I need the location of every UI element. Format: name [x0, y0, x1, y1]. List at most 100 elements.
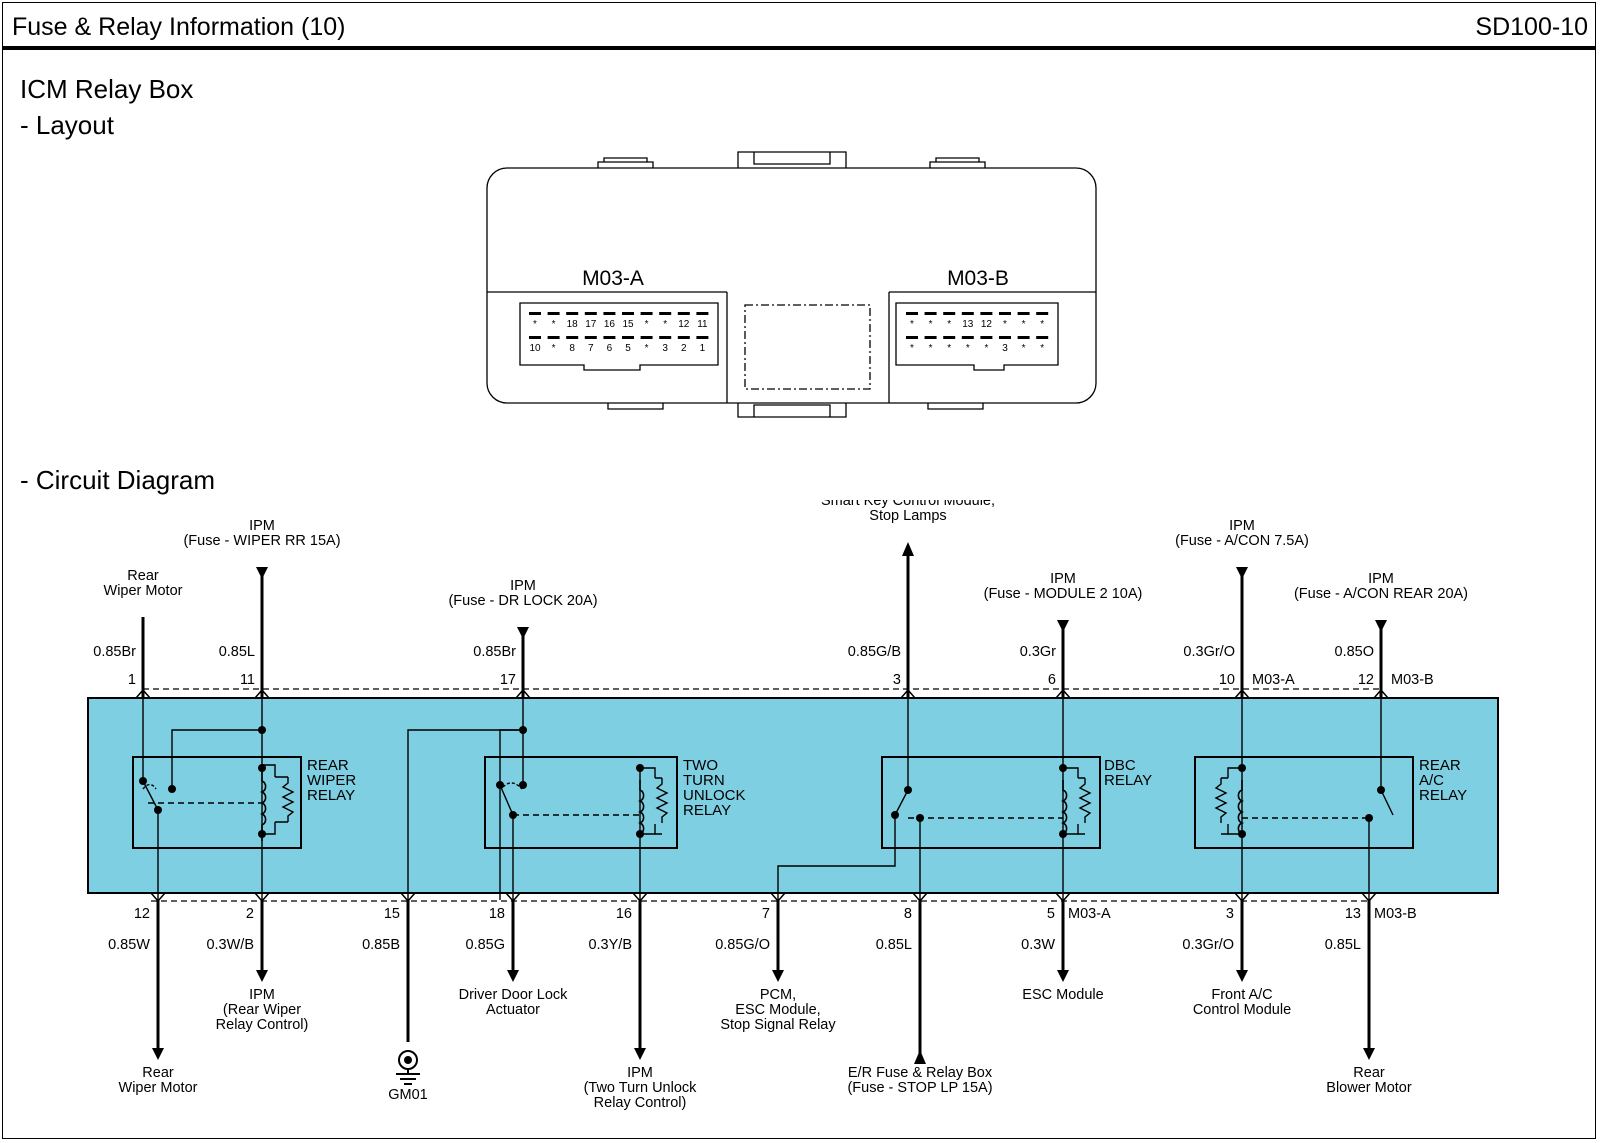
bottom-pin-number: 7: [762, 906, 770, 922]
top-connector-id: M03-B: [1391, 672, 1434, 688]
bottom-destination: Rear: [1353, 1065, 1385, 1081]
bottom-destination: Relay Control): [594, 1095, 687, 1111]
pin-number: *: [929, 319, 933, 330]
pin-number: *: [966, 343, 970, 354]
bottom-pin-number: 15: [384, 906, 400, 922]
bottom-connector-id: M03-B: [1374, 906, 1417, 922]
pin-number: 17: [585, 319, 597, 330]
connector-chevron: [135, 688, 151, 699]
arrow-down-icon: [256, 970, 268, 982]
pin-number: *: [552, 343, 556, 354]
top-destination: Stop Lamps: [869, 508, 946, 524]
connector-chevron: [1055, 688, 1071, 699]
bottom-destination: ESC Module: [1022, 987, 1103, 1003]
pin-tab: [924, 312, 937, 315]
bottom-destination: (Fuse - STOP LP 15A): [847, 1080, 992, 1096]
connector-chevron: [1373, 688, 1389, 699]
connector-chevron: [505, 892, 521, 903]
pin-tab: [566, 312, 579, 315]
pin-number: 5: [625, 343, 631, 354]
arrow-down-icon: [507, 970, 519, 982]
pin-tab: [677, 312, 690, 315]
top-wire-spec: 0.85O: [1335, 644, 1375, 660]
pin-number: 7: [588, 343, 594, 354]
bottom-destination: PCM,: [760, 987, 796, 1003]
two-turn-unlock-relay-box: [484, 756, 678, 849]
connector-chevron: [515, 688, 531, 699]
pin-tab: [1036, 336, 1049, 339]
top-pin-number: 17: [500, 672, 516, 688]
pin-number: *: [552, 319, 556, 330]
pin-number: *: [1022, 319, 1026, 330]
arrow-down-icon: [634, 1048, 646, 1060]
pin-tab: [1017, 312, 1030, 315]
top-destination: (Fuse - A/CON REAR 20A): [1294, 586, 1468, 602]
pin-tab: [906, 336, 918, 339]
pin-number: *: [1040, 343, 1044, 354]
bottom-pin-number: 18: [489, 906, 505, 922]
bottom-destination: (Two Turn Unlock: [584, 1080, 698, 1096]
connector-chevron: [1055, 892, 1071, 903]
bottom-destination: Control Module: [1193, 1002, 1291, 1018]
pin-number: 2: [681, 343, 687, 354]
top-pin-number: 10: [1219, 672, 1235, 688]
rear-ac-relay-box: [1194, 756, 1414, 849]
pin-tab: [961, 336, 974, 339]
pin-tab: [529, 312, 541, 315]
pin-number: *: [1003, 319, 1007, 330]
pin-tab: [640, 312, 653, 315]
rear-wiper-relay-box: [132, 756, 302, 849]
pin-tab: [622, 336, 634, 339]
pin-number: 18: [567, 319, 579, 330]
pin-number: 15: [622, 319, 634, 330]
bottom-destination: IPM: [249, 987, 275, 1003]
page-code: SD100-10: [1475, 13, 1588, 41]
top-connector-id: M03-A: [1252, 672, 1295, 688]
arrow-down-icon: [1236, 567, 1248, 579]
top-destination: Wiper Motor: [104, 583, 183, 599]
pin-number: 3: [662, 343, 668, 354]
top-destination: (Fuse - A/CON 7.5A): [1175, 533, 1309, 549]
dbc-relay-box: [881, 756, 1101, 849]
bottom-wire-spec: 0.3Gr/O: [1182, 937, 1234, 953]
pin-tab: [1017, 336, 1030, 339]
connector-chevron: [770, 892, 786, 903]
top-wire-spec: 0.85Br: [93, 644, 136, 660]
pin-tab: [906, 312, 918, 315]
pin-number: *: [663, 319, 667, 330]
connector-chevron: [150, 892, 166, 903]
top-destination: IPM: [249, 518, 275, 534]
pin-tab: [622, 312, 634, 315]
pin-number: 1: [700, 343, 706, 354]
bottom-destination: Actuator: [486, 1002, 540, 1018]
connector-a-name: M03-A: [582, 267, 644, 290]
arrow-down-icon: [1236, 970, 1248, 982]
pin-tab: [924, 336, 937, 339]
top-wire-spec: 0.85G/B: [848, 644, 901, 660]
bottom-destination: Wiper Motor: [119, 1080, 198, 1096]
pin-number: *: [984, 343, 988, 354]
pin-tab: [659, 336, 672, 339]
pin-number: 8: [569, 343, 575, 354]
pin-number: 12: [678, 319, 690, 330]
top-destination: IPM: [1050, 571, 1076, 587]
junction-dots: [139, 726, 1385, 838]
top-destination: (Fuse - DR LOCK 20A): [448, 593, 597, 609]
bottom-pin-number: 3: [1226, 906, 1234, 922]
top-destination: IPM: [510, 578, 536, 594]
pin-tab: [943, 336, 956, 339]
arrow-down-icon: [1375, 620, 1387, 632]
relay-box-housing: [486, 151, 1097, 418]
pin-number: *: [1022, 343, 1026, 354]
pin-number: *: [645, 319, 649, 330]
connector-a-face: [519, 302, 719, 371]
connector-chevron: [632, 892, 648, 903]
pin-tab: [659, 312, 672, 315]
connector-b-face: [895, 302, 1059, 371]
bottom-destination: (Rear Wiper: [223, 1002, 301, 1018]
pin-number: 11: [697, 319, 708, 330]
